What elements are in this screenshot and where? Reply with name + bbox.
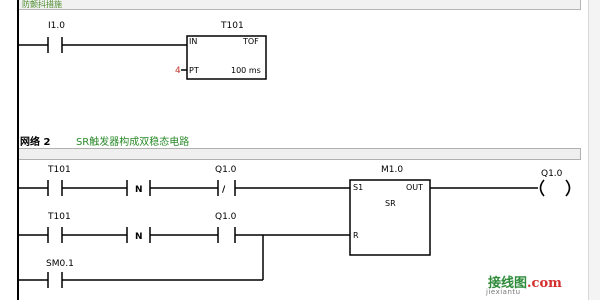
sr-flipflop-block[interactable]: M1.0 S1 OUT SR R: [349, 165, 431, 256]
coil-q1-0[interactable]: Q1.0: [539, 169, 571, 197]
timer-pt-pin: PT: [189, 66, 199, 75]
contact-q1-0-no[interactable]: Q1.0: [215, 212, 237, 243]
network1-rung: I1.0 T101 IN TOF PT 100 ms 4: [18, 21, 267, 80]
flipflop-reset-pin: R: [353, 231, 359, 240]
contact-t101-row1[interactable]: T101: [47, 165, 71, 196]
network2-row3: SM0.1: [18, 259, 263, 288]
timer-name: T101: [220, 21, 244, 31]
contact-t101-row1-label: T101: [47, 165, 71, 175]
timer-in-pin: IN: [189, 37, 197, 46]
network2-label: 网络 2: [20, 137, 51, 148]
contact-q1-0-nc-label: Q1.0: [215, 165, 237, 175]
neg-edge-row1-label: N: [135, 185, 143, 195]
watermark-sub: jiexiantu: [486, 288, 521, 296]
network1-comment-text: 防颤抖措施: [22, 0, 62, 9]
timer-type: TOF: [242, 37, 259, 46]
watermark-text: 接线图: [488, 276, 528, 291]
contact-q1-0-nc[interactable]: / Q1.0: [215, 165, 237, 196]
contact-i1-0[interactable]: I1.0: [47, 21, 65, 53]
contact-t101-row2-label: T101: [47, 212, 71, 222]
network2-row1: T101 N / Q1.0: [18, 165, 350, 196]
timer-pt-value: 4: [175, 66, 181, 76]
network2-title: SR触发器构成双稳态电路: [75, 137, 190, 148]
contact-sm0-1[interactable]: SM0.1: [46, 259, 74, 288]
contact-sm0-1-label: SM0.1: [46, 259, 74, 269]
contact-t101-row2[interactable]: T101: [47, 212, 71, 243]
flipflop-name: M1.0: [381, 165, 403, 175]
timer-t101-block[interactable]: T101 IN TOF PT 100 ms: [186, 21, 267, 80]
network2-row2: T101 N Q1.0: [18, 212, 350, 280]
neg-edge-row2-label: N: [135, 232, 143, 242]
contact-q1-0-no-label: Q1.0: [215, 212, 237, 222]
contact-i1-0-label: I1.0: [48, 21, 65, 31]
vertical-scrollbar[interactable]: [588, 0, 600, 300]
contact-q1-0-nc-symbol: /: [222, 185, 226, 195]
neg-edge-row2[interactable]: N: [126, 227, 151, 243]
network2-header[interactable]: 网络 2 SR触发器构成双稳态电路: [20, 133, 189, 148]
coil-label: Q1.0: [541, 169, 563, 179]
watermark-logo: 接线图.com: [488, 272, 562, 291]
timer-resolution: 100 ms: [231, 66, 261, 75]
watermark-domain: .com: [527, 276, 562, 291]
neg-edge-row1[interactable]: N: [126, 180, 151, 196]
flipflop-out-pin: OUT: [406, 183, 423, 192]
flipflop-set-pin: S1: [353, 183, 363, 192]
flipflop-type: SR: [385, 199, 396, 208]
